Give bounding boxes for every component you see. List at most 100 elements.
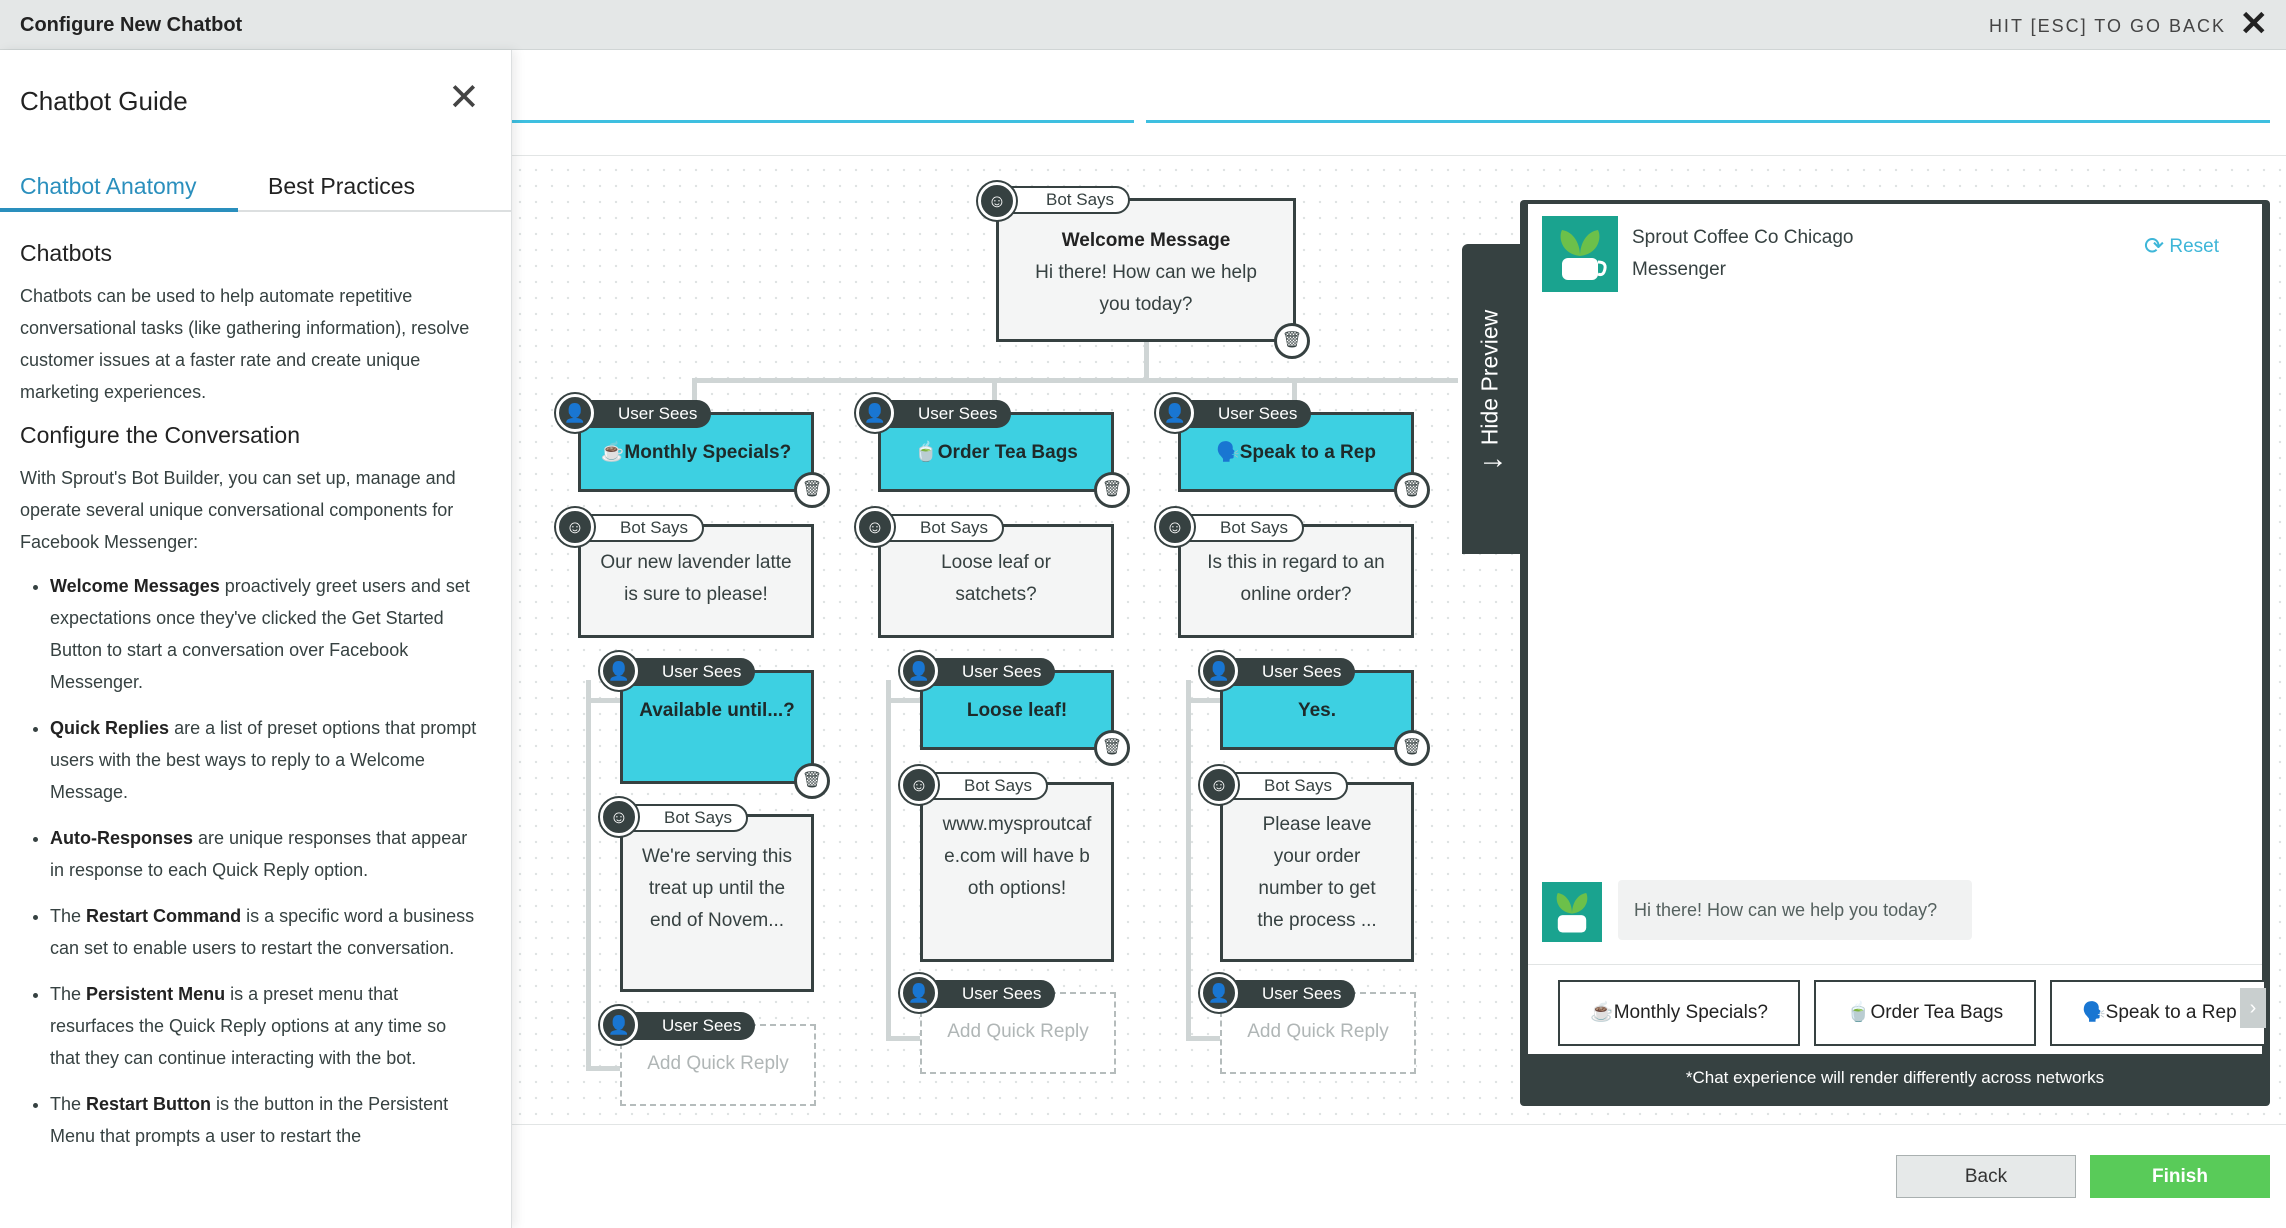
finish-button[interactable]: Finish [2090, 1155, 2270, 1198]
welcome-message-node[interactable]: Welcome Message Hi there! How can we hel… [996, 198, 1296, 342]
connector [1186, 698, 1226, 703]
term-text: are a list of preset options that prompt… [50, 718, 477, 802]
page-title: Configure New Chatbot [20, 14, 243, 36]
term-text: is the button in the Persistent Menu tha… [50, 1094, 449, 1146]
quick-reply-button[interactable]: ☕Monthly Specials? [1558, 980, 1800, 1046]
bot-says-tag: Bot Says [992, 186, 1131, 214]
user-icon: 👤 [556, 394, 594, 432]
connector [886, 698, 926, 703]
term-text: is a specific word a business can set to… [50, 906, 475, 958]
preview-note: *Chat experience will render differently… [1685, 1068, 2105, 1087]
page-name-text: Sprout Coffee Co Chicago [1632, 227, 1854, 248]
bot-icon: ☺ [556, 508, 594, 546]
term-text: are unique responses that appear in resp… [50, 828, 468, 880]
quick-reply-node[interactable]: Available until...? [620, 670, 814, 784]
list-item: Welcome Messages proactively greet users… [50, 570, 480, 698]
connector [586, 698, 626, 703]
arrow-right-icon: → [1478, 442, 1508, 475]
user-icon: 👤 [600, 652, 638, 690]
trash-icon[interactable]: 🗑 [1394, 730, 1430, 766]
trash-icon[interactable]: 🗑 [1274, 323, 1310, 359]
term: Persistent Menu [86, 984, 226, 1004]
bot-icon: ☺ [978, 182, 1016, 220]
reset-label: Reset [2169, 236, 2220, 257]
bot-icon: ☺ [856, 508, 894, 546]
trash-icon[interactable]: 🗑 [1094, 472, 1130, 508]
bot-icon: ☺ [1156, 508, 1194, 546]
trash-icon[interactable]: 🗑 [1094, 730, 1130, 766]
user-icon: 👤 [600, 1006, 638, 1044]
hide-preview-toggle[interactable]: Hide Preview → [1462, 244, 1526, 554]
term-prefix: The [50, 984, 87, 1004]
quick-reply-button[interactable]: 🍵Order Tea Bags [1814, 980, 2036, 1046]
user-icon: 👤 [900, 974, 938, 1012]
auto-response-node[interactable]: Please leave your order number to get th… [1220, 782, 1414, 962]
esc-hint: HIT [ESC] TO GO BACK [1988, 16, 2226, 36]
chat-message: Hi there! How can we help you today? [1618, 880, 1972, 940]
connector [586, 1066, 626, 1071]
auto-response-node[interactable]: Is this in regard to an online order? [1178, 524, 1414, 638]
connector [886, 680, 891, 1040]
guide-tabs: Chatbot Anatomy Best Practices [0, 154, 511, 212]
list-item: The Restart Command is a specific word a… [50, 900, 480, 964]
term-text: proactively greet users and set expectat… [50, 576, 470, 692]
auto-response-node[interactable]: www.mysproutcafe.com will have both opti… [920, 782, 1114, 962]
page-avatar [1542, 216, 1618, 292]
refresh-icon: ⟳ [2144, 233, 2165, 260]
term-prefix: The [50, 906, 87, 926]
list-item: The Persistent Menu is a preset menu tha… [50, 978, 480, 1074]
canvas-header [512, 50, 2286, 156]
tab-chatbot-anatomy[interactable]: Chatbot Anatomy [0, 154, 238, 212]
connector [1186, 680, 1191, 1040]
term: Quick Replies [50, 718, 170, 738]
user-icon: 👤 [1200, 974, 1238, 1012]
term-prefix: The [50, 1094, 87, 1114]
list-item: Auto-Responses are unique responses that… [50, 822, 480, 886]
section-text: Chatbots can be used to help automate re… [20, 286, 470, 402]
bot-icon: ☺ [600, 798, 638, 836]
auto-response-node[interactable]: We're serving this treat up until the en… [620, 814, 814, 992]
user-icon: 👤 [900, 652, 938, 690]
trash-icon[interactable]: 🗑 [1394, 472, 1430, 508]
welcome-title: Welcome Message [1061, 230, 1231, 251]
term: Restart Command [86, 906, 242, 926]
channel-name: Messenger [1632, 259, 1726, 280]
term: Auto-Responses [50, 828, 194, 848]
user-icon: 👤 [1200, 652, 1238, 690]
tab-best-practices[interactable]: Best Practices [268, 173, 415, 199]
page-name: Sprout Coffee Co Chicago Messenger [1632, 222, 1853, 286]
description-field[interactable] [1146, 120, 2270, 123]
divider [1528, 964, 2262, 965]
term-text: is a preset menu that resurfaces the Qui… [50, 984, 447, 1068]
trash-icon[interactable]: 🗑 [794, 472, 830, 508]
list-item: Quick Replies are a list of preset optio… [50, 712, 480, 808]
chatbot-guide-panel: Chatbot Guide ✕ Chatbot Anatomy Best Pra… [0, 50, 512, 1228]
section-heading: Configure the Conversation [20, 422, 300, 448]
term: Welcome Messages [50, 576, 220, 596]
close-icon[interactable]: ✕ [448, 77, 480, 119]
bot-avatar [1542, 882, 1602, 942]
bot-icon: ☺ [1200, 766, 1238, 804]
close-icon[interactable]: ✕ [2239, 5, 2269, 43]
reset-button[interactable]: ⟳ Reset [2144, 232, 2219, 261]
quick-reply-button[interactable]: 🗣️Speak to a Rep [2050, 980, 2266, 1046]
connector [586, 680, 591, 1070]
user-icon: 👤 [856, 394, 894, 432]
top-bar: Configure New Chatbot HIT [ESC] TO GO BA… [0, 0, 2286, 50]
connector [886, 1036, 926, 1041]
user-icon: 👤 [1156, 394, 1194, 432]
term: Restart Button [86, 1094, 212, 1114]
chevron-right-icon[interactable]: › [2240, 988, 2266, 1028]
component-list: Welcome Messages proactively greet users… [20, 570, 480, 1152]
name-field[interactable] [512, 120, 1134, 123]
guide-content: Chatbots Chatbots can be used to help au… [20, 238, 480, 1166]
back-button[interactable]: Back [1896, 1155, 2076, 1198]
list-item: The Restart Button is the button in the … [50, 1088, 480, 1152]
connector [1144, 340, 1149, 380]
trash-icon[interactable]: 🗑 [794, 763, 830, 799]
welcome-text: Hi there! How can we help you today? [1035, 262, 1257, 315]
guide-title: Chatbot Guide [20, 86, 188, 116]
section-text: With Sprout's Bot Builder, you can set u… [20, 468, 456, 552]
connector [1186, 1036, 1226, 1041]
bot-icon: ☺ [900, 766, 938, 804]
